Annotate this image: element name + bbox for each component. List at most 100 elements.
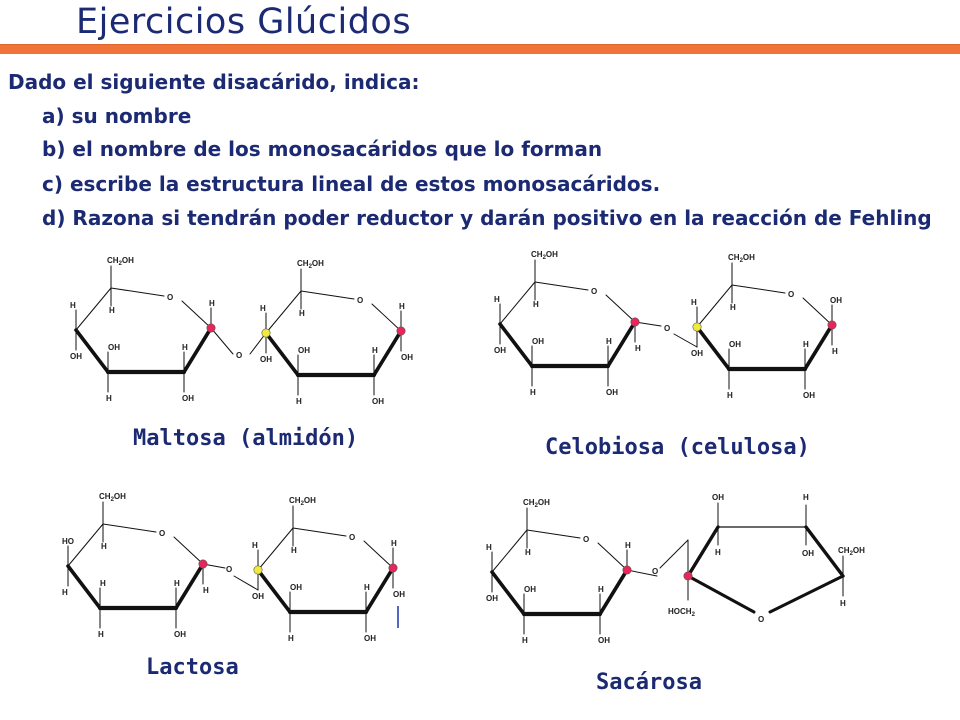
celobiosa-glycosidic-oxygen: O <box>664 324 670 333</box>
celobiosa-ring1-c3-up-label: OH <box>532 337 544 346</box>
maltosa-ring2-bond-c4-c5 <box>265 290 302 334</box>
lactosa-ring2-bond-c4-c5 <box>257 527 294 571</box>
maltosa-ring1-ch2oh-label: CH2OH <box>107 256 134 267</box>
sacarosa-glucose-ring-bond-c1-c2 <box>598 568 629 616</box>
sacarosa-glucose-ring-c1-up-label: H <box>625 541 631 550</box>
celobiosa-ring1-c2-down-label: OH <box>606 388 618 397</box>
maltosa-ring2-c3-down-label: H <box>296 397 302 406</box>
lactosa-ring2-bond-c1-c2 <box>364 566 395 614</box>
maltosa-linking-dot <box>261 328 271 338</box>
celobiosa-anomeric-dot-2 <box>827 320 837 330</box>
lactosa-ring2-c3-up-label: OH <box>290 583 302 592</box>
lactosa-linking-dot <box>253 565 263 575</box>
lactosa-ring2-c1-up-label: H <box>391 539 397 548</box>
sacarosa-bond-c2-c3 <box>686 525 720 578</box>
sacarosa-glucose-ring-c5-h-label: H <box>525 548 531 557</box>
celobiosa-ring1-bond-c1-c2 <box>606 320 637 368</box>
maltosa-ring2-bond-c5-o <box>300 290 355 300</box>
celobiosa-ring1-c2-up-label: H <box>606 337 612 346</box>
maltosa-ring2-c4-down-label: OH <box>260 355 272 364</box>
celobiosa-ring2-ring-oxygen: O <box>788 290 794 299</box>
maltosa-ring1-bond-c4-c5 <box>75 287 112 331</box>
lactosa-ring1-bond-o-c1 <box>173 536 204 565</box>
maltosa-ring2-c4-up-label: H <box>260 304 266 313</box>
maltosa-ring2-c2-up-label: H <box>372 346 378 355</box>
lactosa-ring1-ring-oxygen: O <box>159 529 165 538</box>
caption-sacarosa: Sacárosa <box>596 670 702 695</box>
lactosa-ring1-bond-c4-c5 <box>67 523 104 567</box>
maltosa-ring1-bond-c5-o <box>110 287 165 297</box>
lactosa-ring1-c1-down-label: H <box>203 586 209 595</box>
lactosa-ring1-bond-c1-c2 <box>174 562 205 610</box>
lactosa-ring1-c3-down-label: H <box>98 630 104 639</box>
lactosa-ring2-bond-o-c1 <box>363 540 394 569</box>
sacarosa-c4-h-label: H <box>803 493 809 502</box>
maltosa-ring2-c3-up-label: OH <box>298 346 310 355</box>
celobiosa-ring1-c3-down-label: H <box>530 388 536 397</box>
lactosa-ring1-c4-up-label: HO <box>62 537 74 546</box>
celobiosa-ring2-c2-down-label: OH <box>803 391 815 400</box>
sacarosa-glucose-ring-c4-up-label: H <box>486 543 492 552</box>
maltosa-ring1-bond-c3-c4 <box>74 328 110 374</box>
celobiosa-ring2-bond-c5-o <box>731 284 786 294</box>
lactosa-ring1-bond-c3-c4 <box>66 564 102 610</box>
sacarosa-glucose-ring-ch2oh-label: CH2OH <box>523 498 550 509</box>
sacarosa-glucose-ring-bond-c4-c5 <box>491 529 528 573</box>
sacarosa-glucose-ring-bond-c3-c4 <box>490 570 526 616</box>
maltosa-ring2-c1-down-label: OH <box>401 353 413 362</box>
caption-maltosa: Maltosa (almidón) <box>133 426 359 451</box>
celobiosa-ring1-ring-oxygen: O <box>591 287 597 296</box>
sacarosa-c4-oh-label: OH <box>802 549 814 558</box>
question-intro: Dado el siguiente disacárido, indica: <box>8 70 420 94</box>
lactosa-ring1-c3-up-label: H <box>100 579 106 588</box>
sacarosa-glucose-ring-ring-oxygen: O <box>583 535 589 544</box>
lactosa-ring2-c2-up-label: H <box>364 583 370 592</box>
sacarosa-glycosidic-oxygen: O <box>652 567 658 576</box>
maltosa-anomeric-dot-1 <box>206 323 216 333</box>
maltosa-glycosidic-bond-a <box>210 327 234 355</box>
celobiosa-ring2-c5-h-label: H <box>730 303 736 312</box>
celobiosa-linking-dot <box>692 322 702 332</box>
sacarosa-bond-o-c2 <box>686 574 756 614</box>
maltosa-ring2-bond-c3-c4 <box>264 331 300 377</box>
celobiosa-ring1-c4-down-label: OH <box>494 346 506 355</box>
lactosa-ring1-ch2oh-label: CH2OH <box>99 492 126 503</box>
lactosa-glycosidic-oxygen: O <box>226 565 232 574</box>
lactosa-ring2-c5-h-label: H <box>291 546 297 555</box>
sacarosa-glucose-ring-bond-o-c1 <box>597 542 628 571</box>
sacarosa-glucose-ring-c2-up-label: H <box>598 585 604 594</box>
caption-lactosa: Lactosa <box>146 655 239 680</box>
sacarosa-glucose-ring-c4-down-label: OH <box>486 594 498 603</box>
maltosa-ring1-c3-up-label: OH <box>108 343 120 352</box>
lactosa-ring2-c2-down-label: OH <box>364 634 376 643</box>
celobiosa-ring1-bond-c5-o <box>534 281 589 291</box>
sacarosa-bond-c5-o <box>768 574 845 614</box>
lactosa-ring2-c3-down-label: H <box>288 634 294 643</box>
sacarosa-anomeric-dot-glucose <box>622 565 632 575</box>
page-title: Ejercicios Glúcidos <box>76 2 412 42</box>
maltosa-anomeric-dot-2 <box>396 326 406 336</box>
celobiosa-ring2-bond-c4-c5 <box>696 284 733 328</box>
question-item-c: c) escribe la estructura lineal de estos… <box>42 172 661 196</box>
question-item-d: d) Razona si tendrán poder reductor y da… <box>42 206 932 230</box>
celobiosa-ring2-c1-up-label: OH <box>830 296 842 305</box>
celobiosa-ring2-c4-down-label: OH <box>691 349 703 358</box>
question-item-b: b) el nombre de los monosacáridos que lo… <box>42 137 603 161</box>
celobiosa-ring2-bond-c1-c2 <box>803 323 834 371</box>
celobiosa-ring2-c2-up-label: H <box>803 340 809 349</box>
lactosa-ring2-c1-down-label: OH <box>393 590 405 599</box>
caption-celobiosa: Celobiosa (celulosa) <box>545 435 810 460</box>
celobiosa-anomeric-dot-1 <box>630 317 640 327</box>
lactosa-ring1-c2-up-label: H <box>174 579 180 588</box>
celobiosa-ring2-bond-o-c1 <box>802 297 833 326</box>
celobiosa-glycosidic-bond-b <box>673 333 698 348</box>
maltosa-ring1-c2-up-label: H <box>182 343 188 352</box>
maltosa-ring1-c5-h-label: H <box>109 306 115 315</box>
sacarosa-glucose-ring-c2-down-label: OH <box>598 636 610 645</box>
celobiosa-ring1-bond-o-c1 <box>605 294 636 323</box>
lactosa-ring1-bond-c5-o <box>102 523 157 533</box>
maltosa-ring1-ring-oxygen: O <box>167 293 173 302</box>
title-accent-bar <box>0 44 960 54</box>
lactosa-ring1-c2-down-label: OH <box>174 630 186 639</box>
celobiosa-ring1-c5-h-label: H <box>533 300 539 309</box>
